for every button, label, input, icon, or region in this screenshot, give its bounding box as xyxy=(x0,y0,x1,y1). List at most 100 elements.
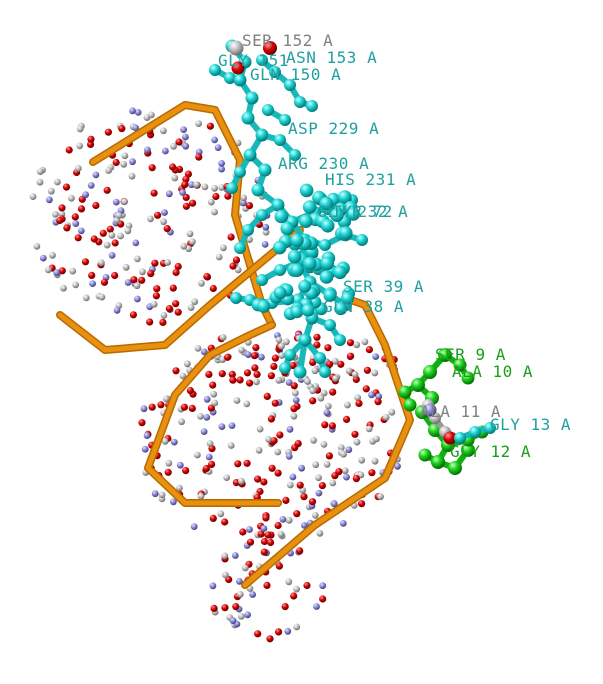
oxygen-atom xyxy=(282,496,290,504)
oxygen-atom xyxy=(321,421,329,429)
nitrogen-atom xyxy=(77,227,85,235)
nitrogen-atom xyxy=(205,453,213,461)
oxygen-atom xyxy=(174,308,182,316)
carbon-atom xyxy=(122,263,130,271)
oxygen-atom xyxy=(368,469,376,477)
cyan-residue-atom xyxy=(323,288,337,302)
oxygen-atom xyxy=(181,181,189,189)
carbon-atom xyxy=(323,461,331,468)
carbon-atom xyxy=(105,167,112,174)
oxygen-atom xyxy=(172,367,180,375)
carbon-atom xyxy=(197,492,205,500)
cyan-sidechain-atom xyxy=(256,209,268,221)
nitrogen-atom xyxy=(190,523,198,530)
carbon-atom xyxy=(344,401,351,409)
carbon-atom xyxy=(311,511,319,519)
green-sidechain-atom xyxy=(403,398,417,412)
oxygen-atom xyxy=(262,514,270,522)
nitrogen-atom xyxy=(170,438,178,446)
oxygen-atom xyxy=(209,284,217,293)
oxygen-atom xyxy=(63,224,71,232)
nitrogen-atom xyxy=(108,252,116,259)
cyan-ring-atom xyxy=(319,196,334,211)
nitrogen-atom xyxy=(180,126,188,133)
nitrogen-atom xyxy=(368,391,375,399)
carbon-atom xyxy=(210,390,218,398)
oxygen-atom xyxy=(351,430,359,438)
oxygen-atom xyxy=(252,344,260,352)
residue-label-ser152: SER 152 A xyxy=(242,31,333,50)
oxygen-atom xyxy=(74,234,82,242)
carbon-atom xyxy=(361,338,369,346)
carbon-atom xyxy=(198,279,205,287)
oxygen-atom xyxy=(203,273,211,281)
green-residue-bond xyxy=(415,352,471,471)
oxygen-atom xyxy=(221,518,229,526)
carbon-atom xyxy=(316,529,324,537)
carbon-atom xyxy=(189,238,196,246)
carbon-atom xyxy=(371,369,379,377)
oxygen-atom xyxy=(71,213,79,221)
carbon-atom xyxy=(237,613,245,620)
carbon-atom xyxy=(194,451,201,459)
carbon-atom xyxy=(165,459,173,467)
carbon-atom xyxy=(340,450,347,458)
cyan-ring-atom xyxy=(339,226,353,240)
cyan-residue-atom xyxy=(245,91,259,105)
carbon-atom xyxy=(117,232,124,240)
oxygen-atom xyxy=(104,128,112,136)
carbon-atom xyxy=(293,623,301,631)
cyan-ring-atom xyxy=(333,265,347,280)
oxygen-atom xyxy=(264,531,272,539)
green-sidechain-atom xyxy=(453,358,467,372)
oxygen-atom xyxy=(268,464,276,472)
oxygen-atom xyxy=(182,467,190,475)
carbon-atom xyxy=(69,267,77,275)
carbon-atom xyxy=(191,298,199,306)
nitrogen-atom xyxy=(129,158,136,166)
oxygen-atom xyxy=(205,370,213,378)
carbon-atom xyxy=(277,530,285,538)
oxygen-atom xyxy=(165,305,173,313)
oxygen-atom xyxy=(296,547,304,555)
cyan-residue-atom xyxy=(257,299,271,313)
cyan-residue-atom xyxy=(484,422,496,434)
oxygen-atom xyxy=(313,341,321,349)
carbon-atom xyxy=(243,400,251,408)
carbon-atom xyxy=(29,193,37,201)
oxygen-atom xyxy=(331,472,339,480)
carbon-atom xyxy=(74,164,82,172)
oxygen-atom xyxy=(159,318,167,326)
oxygen-atom xyxy=(329,388,337,396)
nitrogen-atom xyxy=(315,489,323,497)
cyan-residue-atom xyxy=(454,432,466,444)
cyan-residue-atom xyxy=(469,426,481,438)
oxygen-atom xyxy=(106,225,114,233)
oxygen-atom xyxy=(163,225,171,233)
cyan-ring-atom xyxy=(302,200,317,214)
nitrogen-atom xyxy=(292,396,300,404)
nitrogen-atom xyxy=(112,198,120,206)
oxygen-atom xyxy=(263,392,271,400)
carbon-atom xyxy=(311,367,319,375)
carbon-atom xyxy=(60,284,67,292)
carbon-atom xyxy=(120,160,128,168)
carbon-atom xyxy=(184,360,191,368)
green-sidechain-atom xyxy=(431,455,445,469)
oxygen-atom xyxy=(267,538,275,547)
backbone-tube xyxy=(145,322,281,506)
nitrogen-atom xyxy=(260,525,268,532)
nitrogen-atom xyxy=(218,423,226,430)
cyan-sidechain-atom xyxy=(269,66,281,78)
nitrogen-atom xyxy=(72,220,80,228)
carbon-atom xyxy=(290,412,298,420)
oxygen-atom xyxy=(218,370,226,378)
carbon-atom xyxy=(358,456,366,464)
carbon-atom xyxy=(195,120,203,127)
cyan-sidechain-atom xyxy=(224,72,236,84)
cyan-sidechain-atom xyxy=(244,149,256,161)
nitrogen-atom xyxy=(182,133,189,141)
carbon-atom xyxy=(278,342,285,350)
green-sidechain-atom xyxy=(418,448,432,462)
